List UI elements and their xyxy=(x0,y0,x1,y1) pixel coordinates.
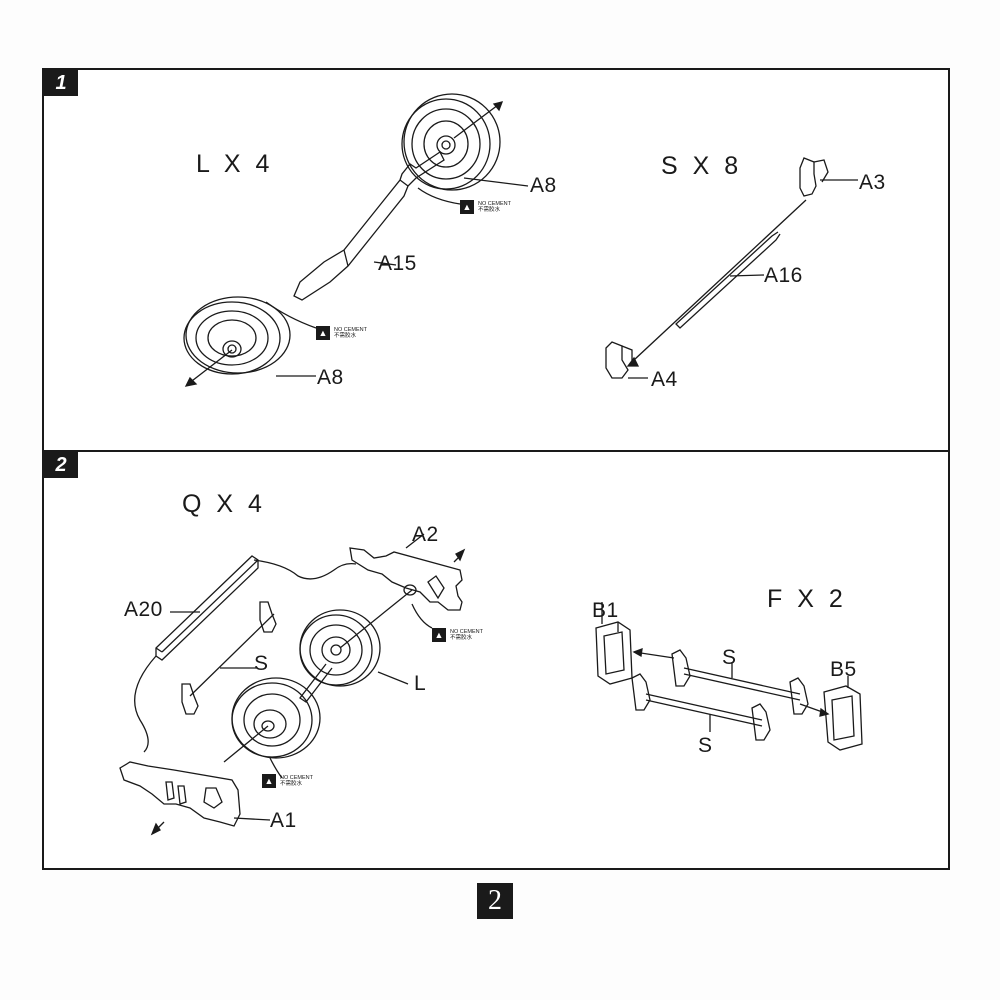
part-label-a8-bottom: A8 xyxy=(317,366,344,389)
part-label-a15: A15 xyxy=(378,252,417,275)
wheel-l-back xyxy=(299,609,381,687)
frame-b1 xyxy=(595,621,633,685)
part-label-l: L xyxy=(414,672,427,695)
part-label-a3: A3 xyxy=(859,171,886,194)
part-label-a16: A16 xyxy=(764,264,803,287)
pin-a4 xyxy=(605,341,633,379)
part-label-s: S xyxy=(722,646,737,669)
assembly-l-quantity: L X 4 xyxy=(196,150,274,178)
wheel-a8-top xyxy=(401,93,501,191)
page-number: 2 xyxy=(477,883,513,919)
no-cement-icon: ▲ xyxy=(460,200,474,214)
part-label-a20: A20 xyxy=(124,598,163,621)
part-label-a4: A4 xyxy=(651,368,678,391)
step-number-badge: 1 xyxy=(44,70,78,96)
pin-a3 xyxy=(799,157,829,197)
part-label-s: S xyxy=(254,652,269,675)
part-label-b5: B5 xyxy=(830,658,857,681)
part-label-b1: B1 xyxy=(592,599,619,622)
no-cement-icon: ▲ xyxy=(432,628,446,642)
assembly-f-quantity: F X 2 xyxy=(767,585,847,613)
part-label-s: S xyxy=(698,734,713,757)
step-1-drawing xyxy=(183,93,858,387)
step-2-panel: 2 xyxy=(42,450,950,870)
wheel-a8-bottom xyxy=(183,296,291,375)
no-cement-icon: ▲ xyxy=(316,326,330,340)
part-label-a8-top: A8 xyxy=(530,174,557,197)
step-1-panel: 1 xyxy=(42,68,950,452)
part-label-a1: A1 xyxy=(270,809,297,832)
frame-b5 xyxy=(823,685,863,751)
assembly-q-quantity: Q X 4 xyxy=(182,490,266,518)
step-number-badge: 2 xyxy=(44,452,78,478)
part-label-a2: A2 xyxy=(412,523,439,546)
no-cement-icon: ▲ xyxy=(262,774,276,788)
wheel-l-front xyxy=(231,677,321,759)
assembly-s-quantity: S X 8 xyxy=(661,152,743,180)
step-2-drawing xyxy=(119,533,863,836)
